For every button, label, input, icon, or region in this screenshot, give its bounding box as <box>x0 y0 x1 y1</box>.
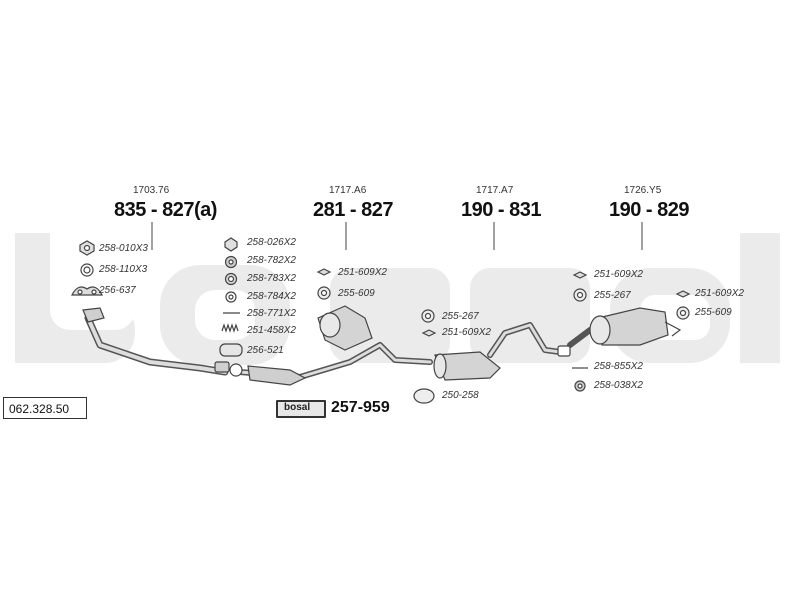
part-label: 258-771X2 <box>247 308 296 319</box>
brand-logo: bosal <box>284 402 311 413</box>
part-label: 255-609 <box>338 288 375 299</box>
watermark-text: bosal <box>0 0 3 1</box>
catalog-code-box: 062.328.50 <box>3 397 87 419</box>
part-label: 258-026X2 <box>247 237 296 248</box>
rear-silencer-graphic <box>589 307 682 346</box>
part-label: 258-782X2 <box>247 255 296 266</box>
part-label: 255-267 <box>594 290 631 301</box>
part-label: 258-010X3 <box>99 243 148 254</box>
part-label: 251-609X2 <box>442 327 491 338</box>
part-label: 256-637 <box>99 285 136 296</box>
part-label: 251-609X2 <box>338 267 387 278</box>
part-label: 255-267 <box>442 311 479 322</box>
section-number-4: 190 - 829 <box>609 199 690 221</box>
part-label: 256-521 <box>247 345 284 356</box>
part-label: 255-609 <box>695 307 732 318</box>
part-label: 251-609X2 <box>594 269 643 280</box>
section-number-3: 190 - 831 <box>461 199 542 221</box>
brand-logo-box: bosal <box>276 400 326 418</box>
kit-number: 257-959 <box>331 399 390 416</box>
catalog-code: 062.328.50 <box>9 402 70 416</box>
front-silencer-graphic <box>317 305 373 351</box>
section-ref-2: 1717.A6 <box>329 185 367 196</box>
part-label: 258-110X3 <box>99 264 148 275</box>
section-number-1: 835 - 827(a) <box>114 199 217 221</box>
part-label: 251-458X2 <box>247 325 296 336</box>
part-label: 258-855X2 <box>594 361 643 372</box>
catalytic-converter-graphic <box>229 363 307 386</box>
part-label: 258-038X2 <box>594 380 643 391</box>
part-label: 250-258 <box>442 390 479 401</box>
section-ref-1: 1703.76 <box>133 185 170 196</box>
section-ref-3: 1717.A7 <box>476 185 514 196</box>
middle-silencer-graphic <box>433 351 501 381</box>
part-label: 258-783X2 <box>247 273 296 284</box>
section-ref-4: 1726.Y5 <box>624 185 662 196</box>
part-label: 251-609X2 <box>695 288 744 299</box>
part-label: 258-784X2 <box>247 291 296 302</box>
section-number-2: 281 - 827 <box>313 199 394 221</box>
